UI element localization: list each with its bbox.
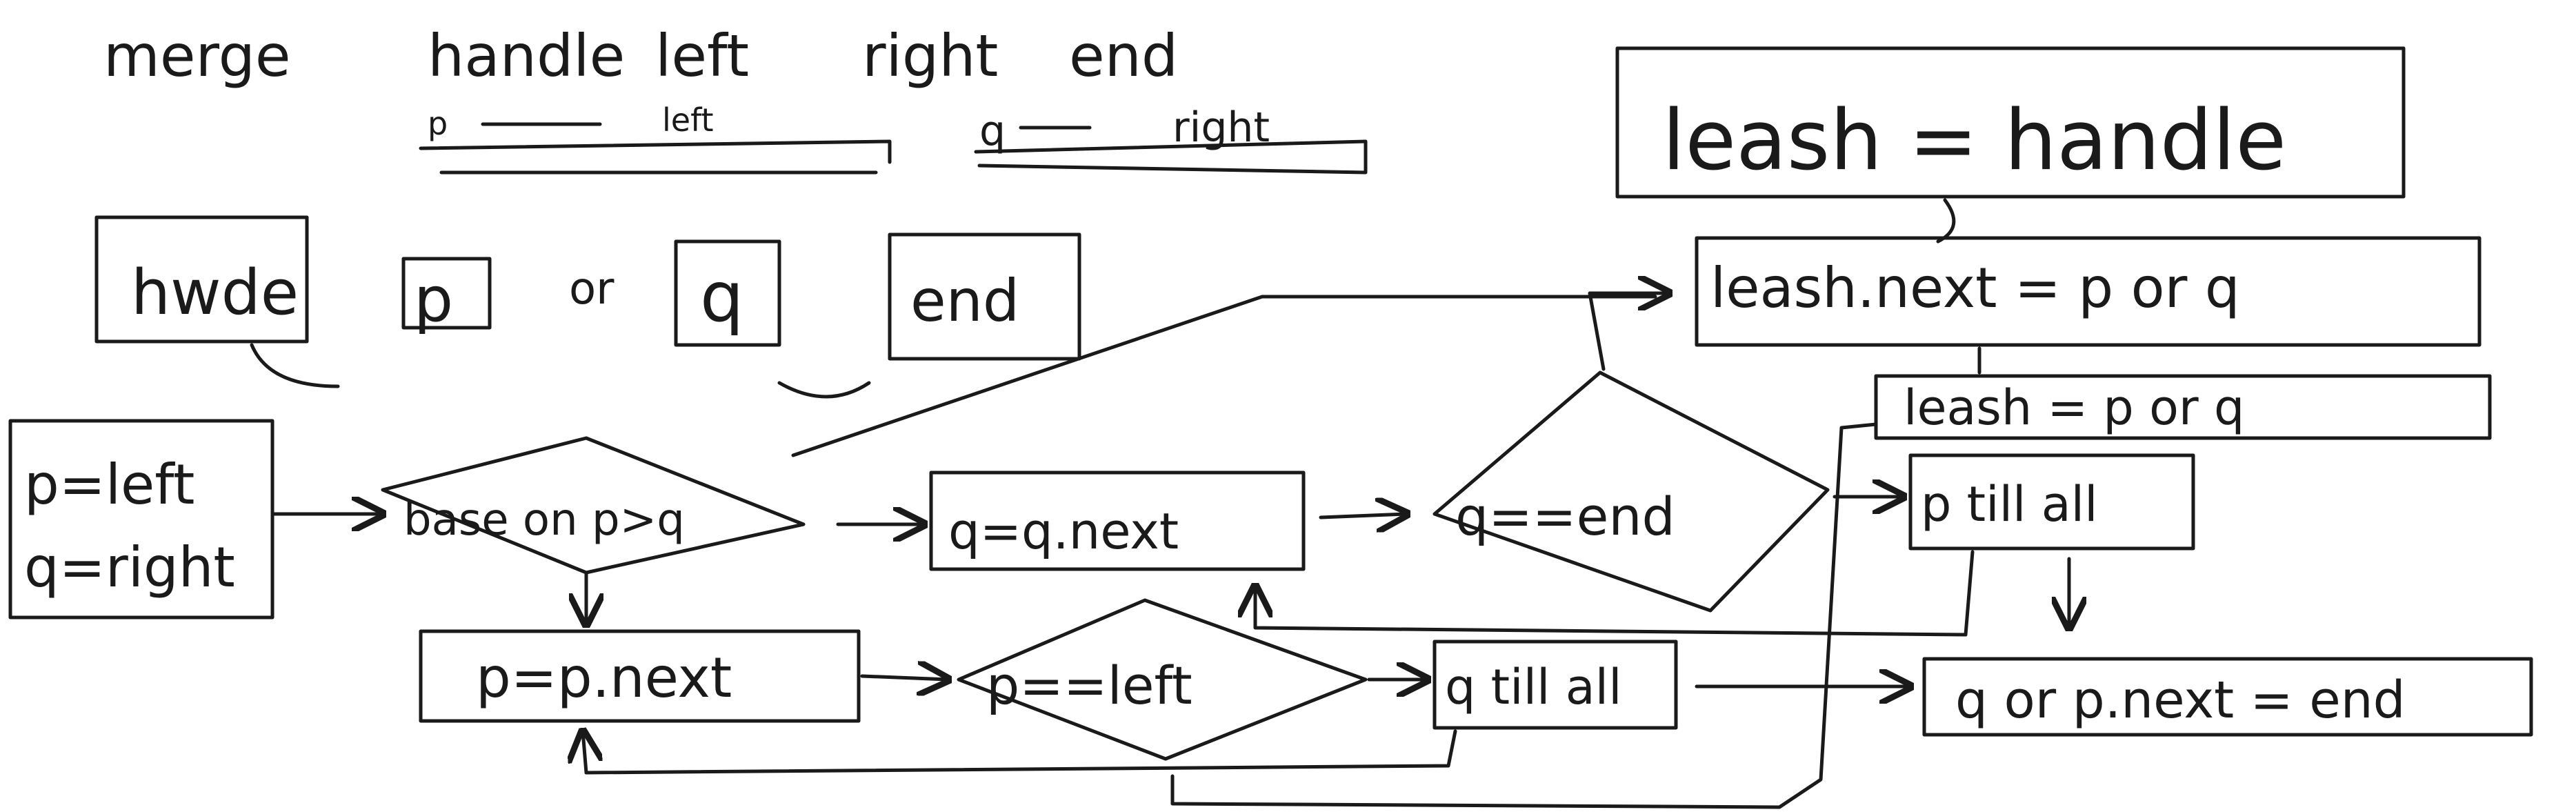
svg-text:leash.next = p or q: leash.next = p or q bbox=[1710, 256, 2240, 320]
svg-text:end: end bbox=[910, 267, 1019, 335]
q-advance-box: q=q.next bbox=[929, 471, 1306, 571]
handle-box: hwde bbox=[94, 215, 309, 344]
svg-text:p: p bbox=[428, 105, 448, 142]
leash-next-box: leash.next = p or q bbox=[1695, 236, 2482, 347]
p-left-decision: p==left bbox=[957, 598, 1368, 761]
svg-text:leash = p or q: leash = p or q bbox=[1904, 379, 2244, 436]
end-box: end bbox=[888, 232, 1081, 361]
q-box: q bbox=[674, 239, 781, 347]
or-label: or bbox=[569, 264, 615, 315]
svg-text:p==left: p==left bbox=[986, 655, 1192, 716]
p-advance-box: p=p.next bbox=[419, 629, 861, 723]
svg-text:merge: merge bbox=[103, 22, 291, 90]
p-till-all-box: p till all bbox=[1908, 453, 2195, 551]
p-left-note: p left bbox=[419, 101, 892, 175]
svg-text:p=left: p=left bbox=[24, 453, 194, 517]
arrow bbox=[860, 676, 948, 680]
svg-text:q=q.next: q=q.next bbox=[948, 502, 1179, 560]
connector-squiggle bbox=[1936, 198, 1956, 244]
svg-text:left: left bbox=[662, 101, 714, 139]
final-next-box: q or p.next = end bbox=[1922, 657, 2533, 737]
svg-text:q till all: q till all bbox=[1445, 659, 1622, 715]
svg-text:q: q bbox=[979, 107, 1006, 155]
svg-text:hwde: hwde bbox=[131, 257, 299, 329]
connector-squiggle bbox=[777, 381, 871, 399]
svg-text:q==end: q==end bbox=[1455, 486, 1675, 547]
loop-arrow-back bbox=[1255, 550, 1975, 637]
init-box: p=left q=right bbox=[8, 419, 274, 620]
p-box: p bbox=[401, 257, 492, 336]
svg-text:or: or bbox=[569, 264, 615, 315]
header-title: merge bbox=[103, 22, 291, 90]
svg-text:p=p.next: p=p.next bbox=[476, 646, 732, 710]
underline-box bbox=[974, 139, 1368, 175]
svg-text:p: p bbox=[414, 264, 453, 336]
svg-text:handle: handle bbox=[428, 22, 625, 90]
loop-arrow bbox=[583, 731, 1457, 775]
arrow-up-to-leash-next bbox=[1588, 293, 1669, 371]
svg-text:left: left bbox=[655, 22, 749, 90]
svg-text:q: q bbox=[700, 257, 743, 337]
svg-text:p till all: p till all bbox=[1921, 476, 2098, 533]
q-till-all-box: q till all bbox=[1432, 640, 1678, 730]
arrow bbox=[1319, 514, 1407, 517]
header-params: handle left right end bbox=[428, 22, 1178, 90]
compare-decision: base on p>q bbox=[381, 436, 806, 575]
svg-text:end: end bbox=[1069, 22, 1178, 90]
connector-squiggle bbox=[250, 343, 340, 388]
svg-text:base on p>q: base on p>q bbox=[403, 495, 685, 546]
svg-text:right: right bbox=[862, 22, 998, 90]
back-arrow-line bbox=[791, 295, 1657, 457]
leash-move-box: leash = p or q bbox=[1874, 374, 2492, 440]
q-end-decision: q==end bbox=[1432, 370, 1830, 613]
underline-1 bbox=[419, 139, 892, 164]
leash-handle-box: leash = handle bbox=[1615, 46, 2406, 199]
loop-line bbox=[1170, 422, 1878, 809]
svg-text:q=right: q=right bbox=[24, 535, 235, 600]
q-right-note: q right bbox=[974, 103, 1368, 175]
svg-text:leash = handle: leash = handle bbox=[1662, 93, 2286, 189]
svg-text:q or p.next = end: q or p.next = end bbox=[1955, 671, 2406, 730]
